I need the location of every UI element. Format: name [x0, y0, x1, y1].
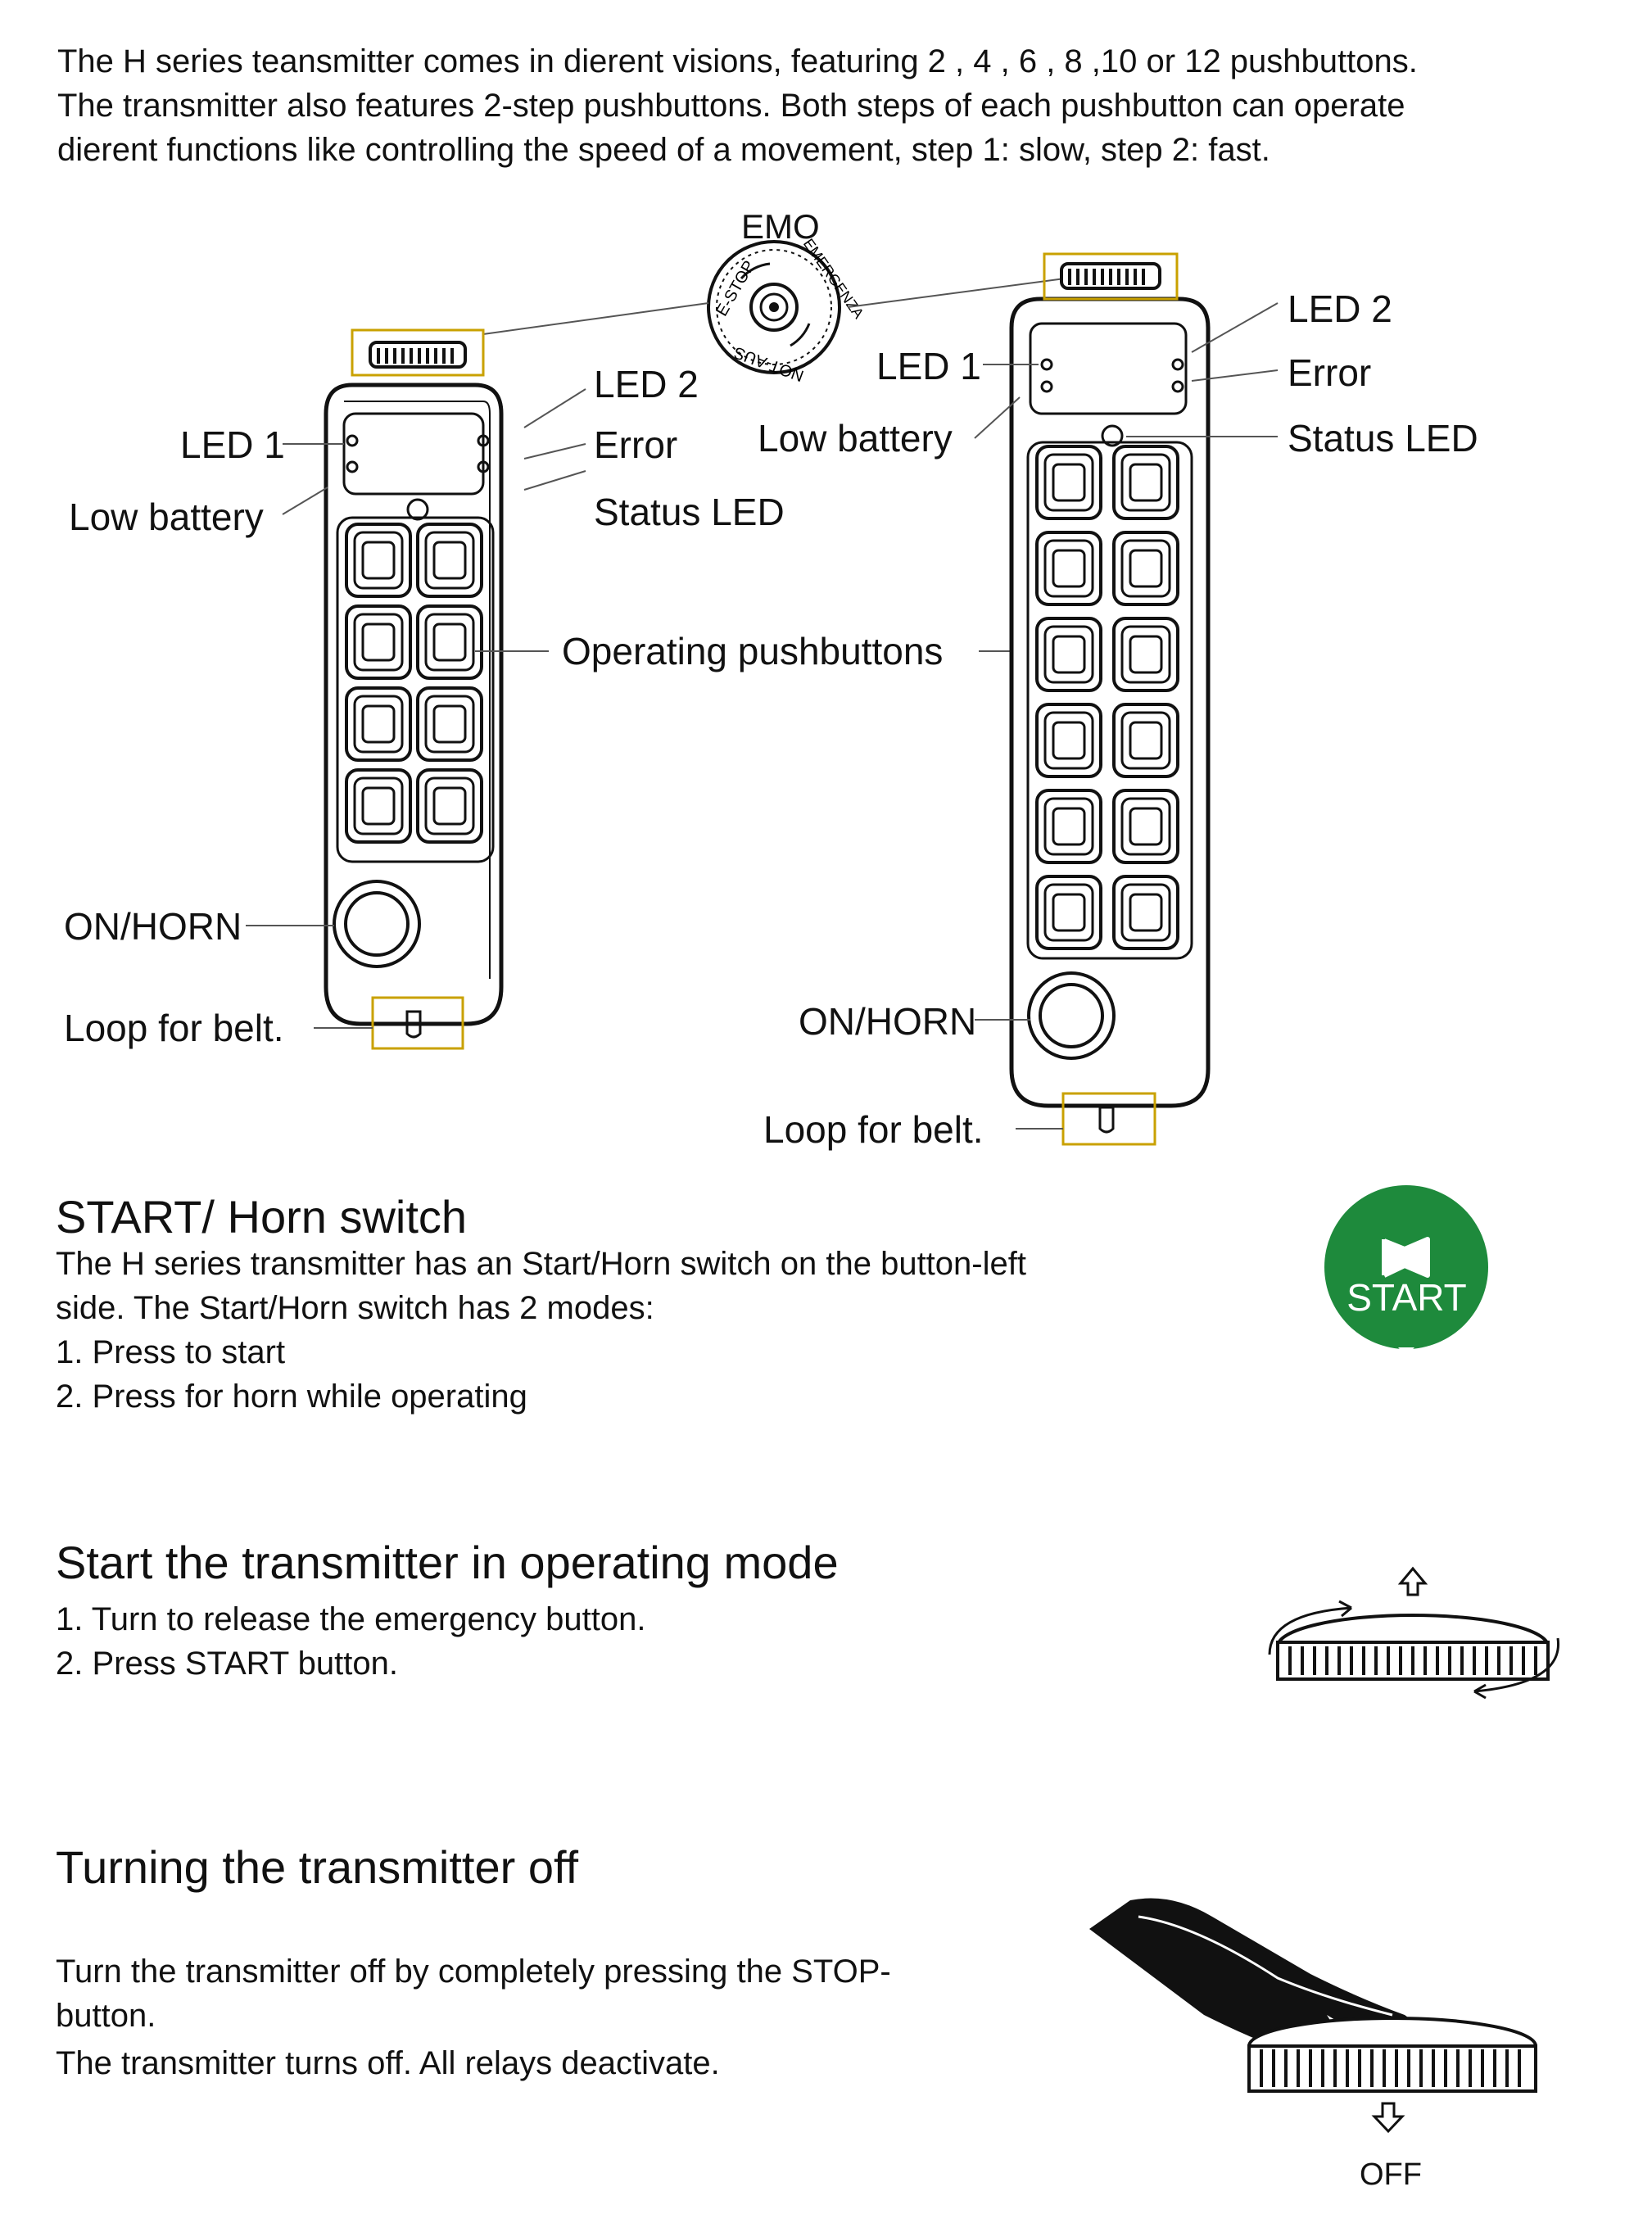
left-on-horn-label: ON/HORN [64, 905, 242, 948]
emo-label: EMO [741, 207, 820, 246]
left-led1-label: LED 1 [180, 423, 285, 466]
intro-line-1: The H series teansmitter comes in dieren… [57, 43, 1418, 79]
turning-off-body: Turn the transmitter off by completely p… [56, 1949, 973, 2085]
intro-line-2: The transmitter also features 2-step pus… [57, 88, 1405, 124]
start-horn-title: START/ Horn switch [56, 1191, 468, 1243]
turning-off-line-3: The transmitter turns off. All relays de… [56, 2045, 720, 2081]
start-horn-item-2: 2. Press for horn while operating [56, 1379, 527, 1415]
operating-mode-item-2: 2. Press START button. [56, 1646, 398, 1682]
turning-off-line-1: Turn the transmitter off by completely p… [56, 1954, 891, 1990]
intro-line-3: dierent functions like controlling the s… [57, 132, 1270, 168]
start-button-graphic: START [1323, 1184, 1491, 1357]
start-horn-body: The H series transmitter has an Start/Ho… [56, 1242, 1120, 1419]
turning-off-line-2: button. [56, 1998, 156, 2034]
press-stop-illustration [1089, 1898, 1537, 2134]
turn-release-knob-illustration [1268, 1566, 1560, 1700]
right-on-horn-label: ON/HORN [799, 1000, 977, 1043]
operating-pushbuttons-label: Operating pushbuttons [562, 630, 944, 672]
operating-mode-body: 1. Turn to release the emergency button.… [56, 1597, 1039, 1686]
left-loop-label: Loop for belt. [64, 1007, 284, 1049]
left-led2-label: LED 2 [594, 363, 699, 405]
start-horn-item-1: 1. Press to start [56, 1334, 286, 1370]
start-horn-line-2: side. The Start/Horn switch has 2 modes: [56, 1290, 654, 1326]
operating-mode-title: Start the transmitter in operating mode [56, 1537, 839, 1588]
operating-mode-item-1: 1. Turn to release the emergency button. [56, 1601, 646, 1637]
left-remote-illustration [324, 328, 504, 1050]
left-error-label: Error [594, 423, 678, 466]
off-label: OFF [1360, 2157, 1422, 2192]
right-led2-label: LED 2 [1288, 287, 1392, 330]
start-button-label: START [1346, 1276, 1467, 1319]
intro-paragraph: The H series teansmitter comes in dieren… [57, 39, 1573, 172]
right-low-battery-label: Low battery [758, 417, 953, 460]
right-remote-illustration [1009, 252, 1211, 1146]
right-loop-label: Loop for belt. [763, 1108, 984, 1151]
start-horn-line-1: The H series transmitter has an Start/Ho… [56, 1246, 1026, 1282]
right-led1-label: LED 1 [876, 345, 981, 387]
right-error-label: Error [1288, 351, 1372, 394]
left-status-led-label: Status LED [594, 491, 785, 533]
turning-off-title: Turning the transmitter off [56, 1841, 579, 1893]
left-low-battery-label: Low battery [69, 496, 264, 538]
transmitter-diagram: E-STOP EMERGENZA NOT-AUS [246, 236, 1279, 1146]
right-status-led-label: Status LED [1288, 417, 1478, 460]
emo-dial: E-STOP EMERGENZA NOT-AUS [707, 236, 867, 385]
